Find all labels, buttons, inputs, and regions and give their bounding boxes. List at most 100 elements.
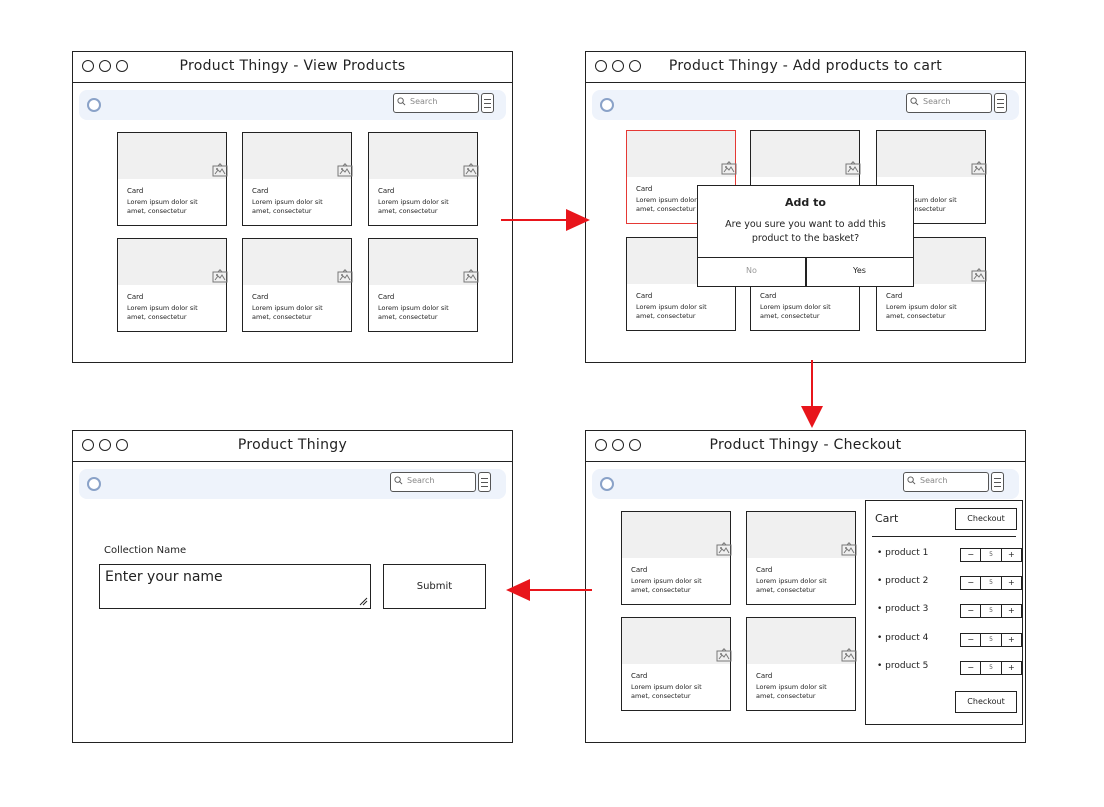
increment-button[interactable]: + (1000, 662, 1021, 674)
card-image-placeholder (751, 131, 861, 177)
increment-button[interactable]: + (1000, 634, 1021, 646)
no-button[interactable]: No (746, 266, 757, 275)
card-image-placeholder (622, 618, 732, 664)
card-text-line: Lorem ipsum dolor sit (252, 304, 323, 312)
hamburger-menu-icon[interactable] (991, 472, 1004, 492)
logo-icon[interactable] (87, 98, 101, 112)
card-text-line: amet, consectetur (886, 205, 946, 213)
quantity-stepper[interactable]: −5+ (960, 661, 1022, 675)
collection-name-field[interactable]: Enter your name (99, 564, 371, 609)
cart-item: • product 2 −5+ (877, 576, 1022, 590)
quantity-stepper[interactable]: −5+ (960, 604, 1022, 618)
card-text-line: Lorem ipsum dolor sit (756, 683, 827, 691)
search-input[interactable]: Search (903, 472, 989, 492)
checkout-button[interactable]: Checkout (955, 508, 1017, 530)
window-controls (595, 60, 641, 72)
submit-button[interactable]: Submit (383, 564, 486, 609)
card-text-line: Lorem ipsum dolor sit (127, 198, 198, 206)
search-input[interactable]: Search (393, 93, 479, 113)
decrement-button[interactable]: − (967, 578, 975, 587)
increment-button[interactable]: + (1000, 549, 1021, 561)
quantity-value[interactable]: 5 (980, 605, 1000, 617)
window-dot-icon[interactable] (116, 60, 128, 72)
quantity-value[interactable]: 5 (980, 634, 1000, 646)
search-icon (397, 97, 406, 106)
window-dot-icon[interactable] (629, 60, 641, 72)
hamburger-menu-icon[interactable] (481, 93, 494, 113)
window-dot-icon[interactable] (116, 439, 128, 451)
quantity-stepper[interactable]: −5+ (960, 548, 1022, 562)
search-input[interactable]: Search (390, 472, 476, 492)
cart-item-name: • product 2 (877, 576, 929, 586)
card-text-line: amet, consectetur (127, 207, 187, 215)
logo-icon[interactable] (600, 477, 614, 491)
card-image-placeholder (622, 512, 732, 558)
card-title: Card (636, 292, 653, 300)
cart-item: • product 5 −5+ (877, 661, 1022, 675)
decrement-button[interactable]: − (967, 663, 975, 672)
checkout-button[interactable]: Checkout (955, 691, 1017, 713)
cart-item-label: product 4 (885, 633, 929, 643)
card-image-placeholder (627, 131, 737, 177)
dialog-message: Are you sure you want to add this produc… (708, 218, 903, 246)
window-dot-icon[interactable] (595, 439, 607, 451)
quantity-value[interactable]: 5 (980, 662, 1000, 674)
search-input[interactable]: Search (906, 93, 992, 113)
cart-item-name: • product 5 (877, 661, 929, 671)
navbar: Search (79, 469, 506, 499)
window-dot-icon[interactable] (612, 60, 624, 72)
window-dot-icon[interactable] (99, 60, 111, 72)
logo-icon[interactable] (87, 477, 101, 491)
quantity-stepper[interactable]: −5+ (960, 633, 1022, 647)
card-title: Card (378, 187, 395, 195)
window-dot-icon[interactable] (612, 439, 624, 451)
navbar: Search (79, 90, 506, 120)
decrement-button[interactable]: − (967, 550, 975, 559)
search-placeholder: Search (410, 97, 438, 106)
quantity-stepper[interactable]: −5+ (960, 576, 1022, 590)
card-image-placeholder (369, 133, 479, 179)
title-bar: Product Thingy - Checkout (586, 431, 1025, 462)
resize-handle-icon[interactable] (359, 597, 368, 606)
decrement-button[interactable]: − (967, 635, 975, 644)
hamburger-menu-icon[interactable] (478, 472, 491, 492)
card-image-placeholder (369, 239, 479, 285)
card-text-line: Lorem ipsum dolor sit (886, 196, 957, 204)
card-title: Card (631, 672, 648, 680)
title-bar: Product Thingy - Add products to cart (586, 52, 1025, 83)
card-text-line: amet, consectetur (756, 692, 816, 700)
window-dot-icon[interactable] (82, 60, 94, 72)
decrement-button[interactable]: − (967, 606, 975, 615)
increment-button[interactable]: + (1000, 577, 1021, 589)
logo-icon[interactable] (600, 98, 614, 112)
quantity-value[interactable]: 5 (980, 549, 1000, 561)
increment-button[interactable]: + (1000, 605, 1021, 617)
card-title: Card (756, 566, 773, 574)
window-dot-icon[interactable] (629, 439, 641, 451)
hamburger-menu-icon[interactable] (994, 93, 1007, 113)
window-dot-icon[interactable] (595, 60, 607, 72)
quantity-value[interactable]: 5 (980, 577, 1000, 589)
window-dot-icon[interactable] (82, 439, 94, 451)
navbar: Search (592, 90, 1019, 120)
card-text-line: amet, consectetur (631, 586, 691, 594)
window-dot-icon[interactable] (99, 439, 111, 451)
yes-button[interactable]: Yes (853, 266, 866, 275)
